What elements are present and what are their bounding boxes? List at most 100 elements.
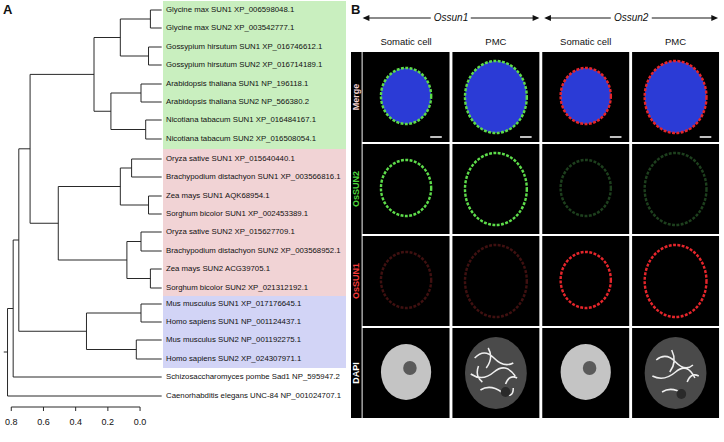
cell-type-header: PMC bbox=[665, 36, 686, 48]
image-tile bbox=[542, 144, 629, 234]
channel-label: OsSUN1 bbox=[351, 263, 361, 299]
dapi-row bbox=[381, 337, 707, 409]
image-backgrounds bbox=[363, 52, 719, 418]
image-tile bbox=[452, 144, 539, 234]
nuclear-envelope bbox=[561, 160, 611, 216]
nucleus bbox=[465, 337, 527, 409]
branch bbox=[86, 304, 161, 359]
branch bbox=[4, 149, 162, 396]
channel-label: OsSUN2 bbox=[351, 171, 361, 207]
scale-bar bbox=[430, 136, 442, 138]
merge-row bbox=[381, 61, 707, 133]
leaf-label: Brachypodium distachyon SUN2 XP_00356895… bbox=[166, 245, 341, 257]
chromatin bbox=[652, 350, 698, 394]
scale-bar bbox=[700, 136, 712, 138]
leaf-label: Brachypodium distachyon SUN1 XP_00356681… bbox=[166, 171, 341, 183]
nucleus bbox=[645, 337, 707, 409]
scale-bar bbox=[610, 136, 622, 138]
arrow-head bbox=[363, 15, 370, 21]
leaf-label: Oryza sative SUN1 XP_015640440.1 bbox=[166, 153, 295, 165]
nuclear-envelope bbox=[645, 153, 707, 225]
scale-number: 0.4 bbox=[69, 417, 82, 428]
leaf-label: Mus musculus SUN2 NP_001192275.1 bbox=[166, 334, 301, 346]
leaf-label: Mus musculus SUN1 XP_017176645.1 bbox=[166, 298, 301, 310]
ossun2-row bbox=[381, 153, 707, 225]
leaf-label: Homo sapiens SUN1 NP_001124437.1 bbox=[166, 316, 301, 328]
cell-type-header: PMC bbox=[485, 36, 506, 48]
scale-axis bbox=[11, 407, 140, 411]
cell-type-header: Somatic cell bbox=[560, 36, 611, 48]
leaf-label: Zea mays SUN1 AQK68954.1 bbox=[166, 190, 270, 202]
nucleus bbox=[645, 61, 707, 133]
leaf-label: Homo sapiens SUN2 XP_024307971.1 bbox=[166, 353, 301, 365]
pmc-chromatin bbox=[465, 337, 527, 409]
image-tile bbox=[632, 52, 719, 142]
channel-label: DAPI bbox=[351, 362, 361, 384]
arrow-head bbox=[544, 15, 551, 21]
chromatin bbox=[471, 348, 517, 395]
scale-number: 0.0 bbox=[134, 417, 147, 428]
image-tile bbox=[452, 236, 539, 326]
tree-branches bbox=[4, 10, 162, 411]
nucleus bbox=[561, 68, 611, 124]
panel-letter: B bbox=[351, 2, 360, 17]
scale-bars bbox=[430, 136, 711, 138]
arrow-head bbox=[533, 15, 540, 21]
micrograph-grid bbox=[351, 0, 720, 442]
nucleus bbox=[561, 344, 611, 400]
panel-letter: A bbox=[3, 2, 12, 17]
leaf-label: Gossypium hirsutum SUN2 XP_016714189.1 bbox=[166, 59, 322, 71]
leaf-label: Glycine max SUN2 XP_003542777.1 bbox=[166, 22, 294, 34]
image-tile bbox=[363, 328, 450, 418]
scale-number: 0.8 bbox=[5, 417, 18, 428]
leaf-label: Zea mays SUN2 ACG39705.1 bbox=[166, 263, 270, 275]
genotype-header: Ossun1 bbox=[431, 12, 471, 24]
nucleus bbox=[381, 344, 431, 400]
nuclear-envelope bbox=[381, 160, 431, 216]
leaf-label: Gossypium hirsutum SUN1 XP_016746612.1 bbox=[166, 41, 322, 53]
image-tile bbox=[542, 236, 629, 326]
clade-band: Mus musculus SUN1 XP_017176645.1Homo sap… bbox=[163, 296, 346, 368]
image-tile bbox=[452, 328, 539, 418]
leaf-label: Glycine max SUN1 XP_006598048.1 bbox=[166, 4, 294, 16]
nucleolus bbox=[501, 387, 511, 397]
leaf-label: Oryza sative SUN2 XP_015627709.1 bbox=[166, 226, 295, 238]
image-tile bbox=[363, 236, 450, 326]
leaf-label: Sorghum bicolor SUN1 XP_002453389.1 bbox=[166, 208, 308, 220]
nuclear-envelope bbox=[561, 252, 611, 308]
branch bbox=[30, 74, 94, 223]
branch bbox=[58, 159, 161, 288]
arrow-head bbox=[711, 15, 718, 21]
image-tile bbox=[632, 328, 719, 418]
ossun1-row bbox=[381, 245, 707, 317]
header-arrows bbox=[363, 15, 718, 21]
nucleolus bbox=[677, 389, 687, 399]
clade-band: Glycine max SUN1 XP_006598048.1Glycine m… bbox=[163, 1, 346, 149]
genotype-header: Ossun2 bbox=[611, 12, 651, 24]
nuclear-envelope bbox=[465, 153, 527, 225]
image-tile bbox=[363, 52, 450, 142]
nuclear-envelope bbox=[465, 245, 527, 317]
leaf-label: Nicotiana tabacum SUN2 XP_016508054.1 bbox=[166, 133, 316, 145]
image-tile bbox=[542, 52, 629, 142]
nucleus bbox=[465, 61, 527, 133]
channel-label: Merge bbox=[351, 84, 361, 111]
leaf-label: Arabidopsis thaliana SUN2 NP_566380.2 bbox=[166, 96, 309, 108]
image-tile bbox=[542, 328, 629, 418]
nucleolus bbox=[403, 361, 417, 375]
leaf-label: Nicotiana tabacum SUN1 XP_016484167.1 bbox=[166, 114, 316, 126]
cell-type-header: Somatic cell bbox=[380, 36, 431, 48]
micrograph-panel: BOssun1Ossun2Somatic cellPMCSomatic cell… bbox=[351, 0, 720, 442]
nuclear-envelope bbox=[645, 245, 707, 317]
clade-band: Oryza sative SUN1 XP_015640440.1Brachypo… bbox=[163, 149, 346, 296]
leaf-label: Schizosaccharomyces pombe Sad1 NP_595947… bbox=[166, 371, 340, 383]
leaf-label: Arabidopsis thaliana SUN1 NP_196118.1 bbox=[166, 78, 308, 90]
scale-bar bbox=[520, 136, 532, 138]
leaf-label: Caenorhabditis elegans UNC-84 NP_0010247… bbox=[166, 390, 341, 402]
image-tile bbox=[363, 144, 450, 234]
nucleus bbox=[381, 68, 431, 124]
nucleolus bbox=[583, 361, 597, 375]
scale-number: 0.6 bbox=[37, 417, 50, 428]
image-tile bbox=[452, 52, 539, 142]
nuclear-envelope bbox=[381, 252, 431, 308]
